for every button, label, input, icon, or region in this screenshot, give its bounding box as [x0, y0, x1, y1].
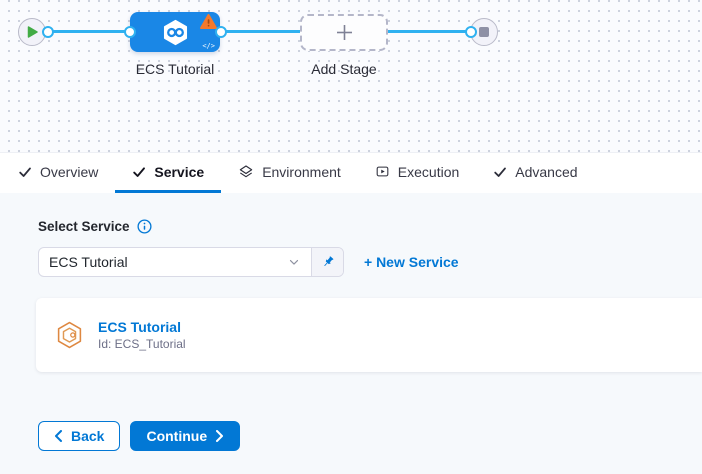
- stage-node-ecs-tutorial[interactable]: </>: [130, 12, 220, 52]
- continue-button[interactable]: Continue: [130, 421, 241, 451]
- service-card-text: ECS Tutorial Id: ECS_Tutorial: [98, 318, 186, 353]
- chevron-right-icon: [216, 430, 224, 442]
- service-select-value: ECS Tutorial: [49, 254, 128, 270]
- stop-icon: [479, 27, 489, 37]
- service-tab-content: Select Service ECS Tutorial: [0, 193, 702, 474]
- pipeline-canvas[interactable]: </> ECS Tutorial Add Stage: [0, 0, 702, 152]
- edge-connector[interactable]: [465, 26, 477, 38]
- tab-execution[interactable]: Execution: [358, 153, 476, 193]
- pipeline-start-node[interactable]: [18, 18, 46, 46]
- play-icon: [27, 26, 38, 38]
- code-icon: </>: [202, 42, 215, 50]
- add-stage-button[interactable]: [300, 14, 388, 51]
- warning-icon: [200, 14, 217, 29]
- tab-overview[interactable]: Overview: [1, 153, 115, 193]
- tab-label: Service: [154, 163, 205, 180]
- check-icon: [19, 167, 31, 177]
- check-icon: [494, 167, 507, 177]
- service-card[interactable]: ECS Tutorial Id: ECS_Tutorial: [36, 298, 702, 372]
- service-card-id: Id: ECS_Tutorial: [98, 336, 186, 351]
- tab-label: Advanced: [515, 163, 578, 180]
- environment-icon: [239, 164, 253, 177]
- pin-icon: [323, 256, 333, 266]
- plus-icon: [336, 25, 352, 40]
- chevron-left-icon: [55, 430, 62, 442]
- new-service-link[interactable]: + New Service: [364, 254, 459, 270]
- service-select[interactable]: ECS Tutorial: [39, 248, 311, 276]
- continue-button-label: Continue: [146, 428, 208, 444]
- pin-service-button[interactable]: [311, 248, 343, 276]
- tab-environment[interactable]: Environment: [221, 153, 358, 193]
- tab-label: Overview: [40, 163, 99, 180]
- chevron-down-icon: [289, 259, 299, 265]
- service-hexagon-icon: [57, 321, 82, 349]
- stage-node-label: ECS Tutorial: [135, 61, 215, 77]
- tab-advanced[interactable]: Advanced: [476, 153, 594, 193]
- tab-label: Environment: [262, 163, 341, 180]
- pipeline-edge: [48, 30, 130, 33]
- select-service-label: Select Service: [38, 219, 130, 234]
- edge-connector[interactable]: [42, 26, 54, 38]
- edge-connector[interactable]: [215, 26, 227, 38]
- back-button-label: Back: [71, 428, 105, 444]
- service-card-title[interactable]: ECS Tutorial: [98, 318, 181, 335]
- info-icon[interactable]: [137, 219, 152, 234]
- cd-stage-hexagon-icon: [163, 19, 187, 45]
- add-stage-label: Add Stage: [311, 61, 377, 77]
- service-select-group: ECS Tutorial: [38, 247, 344, 277]
- pipeline-edge: [387, 30, 471, 33]
- back-button[interactable]: Back: [38, 421, 121, 451]
- stage-tabbar: Overview Service Environment Execution A…: [0, 152, 702, 193]
- edge-connector[interactable]: [124, 26, 136, 38]
- tab-service[interactable]: Service: [115, 153, 222, 193]
- pipeline-edge: [221, 30, 301, 33]
- tab-label: Execution: [397, 163, 460, 180]
- check-icon: [133, 166, 146, 177]
- execution-icon: [376, 166, 389, 177]
